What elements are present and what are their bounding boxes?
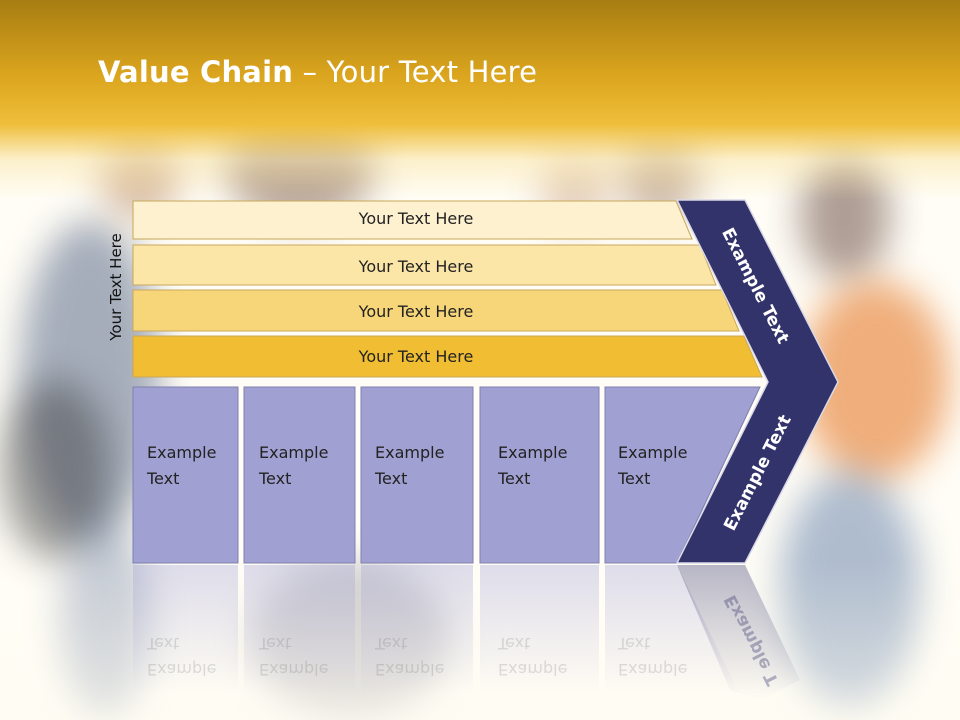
column-3-reflection-label: Example Text <box>375 630 444 682</box>
column-2-reflection-line-1: Example <box>259 660 329 679</box>
column-1-reflection <box>133 565 238 695</box>
bar-1 <box>132 200 693 240</box>
column-2 <box>243 386 356 564</box>
column-2-reflection-line-2: Text <box>259 634 292 653</box>
column-4-reflection <box>480 565 599 695</box>
column-4-line-2: Text <box>498 469 531 488</box>
title-bold: Value Chain <box>98 55 294 89</box>
title-rest: – Your Text Here <box>293 55 538 89</box>
column-5-line-2: Text <box>618 469 651 488</box>
column-5-reflection-line-2: Text <box>618 634 651 653</box>
column-4-line-1: Example <box>498 443 568 462</box>
bar-4 <box>132 335 763 378</box>
column-3-reflection-line-1: Example <box>375 660 445 679</box>
column-5-label: Example Text <box>618 440 687 492</box>
column-4 <box>479 386 600 564</box>
slide-title: Value Chain – Your Text Here <box>98 55 537 89</box>
column-2-reflection <box>244 565 355 695</box>
column-5-line-1: Example <box>618 443 688 462</box>
column-2-reflection-label: Example Text <box>259 630 328 682</box>
column-4-label: Example Text <box>498 440 567 492</box>
column-3-reflection <box>361 565 473 695</box>
column-4-reflection-label: Example Text <box>498 630 567 682</box>
column-3-line-2: Text <box>375 469 408 488</box>
column-3-reflection-line-2: Text <box>375 634 408 653</box>
column-1-reflection-line-1: Example <box>147 660 217 679</box>
column-3-line-1: Example <box>375 443 445 462</box>
bar-2-label: Your Text Here <box>358 257 474 276</box>
column-2-label: Example Text <box>259 440 328 492</box>
column-3-label: Example Text <box>375 440 444 492</box>
column-1-reflection-label: Example Text <box>147 630 216 682</box>
column-5-reflection-label: Example Text <box>618 630 687 682</box>
column-4-reflection-line-1: Example <box>498 660 568 679</box>
column-1-reflection-line-2: Text <box>147 634 180 653</box>
bar-3 <box>132 289 740 332</box>
bar-3-label: Your Text Here <box>358 302 474 321</box>
bar-2 <box>132 244 717 286</box>
column-1-label: Example Text <box>147 440 216 492</box>
column-1-line-1: Example <box>147 443 217 462</box>
chevron-reflection <box>677 565 800 700</box>
column-5-reflection-line-1: Example <box>618 660 688 679</box>
header-band <box>0 0 960 200</box>
column-5-reflection <box>605 565 740 695</box>
column-4-reflection-line-2: Text <box>498 634 531 653</box>
chevron-arrow <box>675 199 839 564</box>
bar-1-label: Your Text Here <box>358 209 474 228</box>
column-2-line-2: Text <box>259 469 292 488</box>
column-3 <box>360 386 474 564</box>
column-1-line-2: Text <box>147 469 180 488</box>
column-1 <box>132 386 239 564</box>
column-2-line-1: Example <box>259 443 329 462</box>
bar-4-label: Your Text Here <box>358 347 474 366</box>
